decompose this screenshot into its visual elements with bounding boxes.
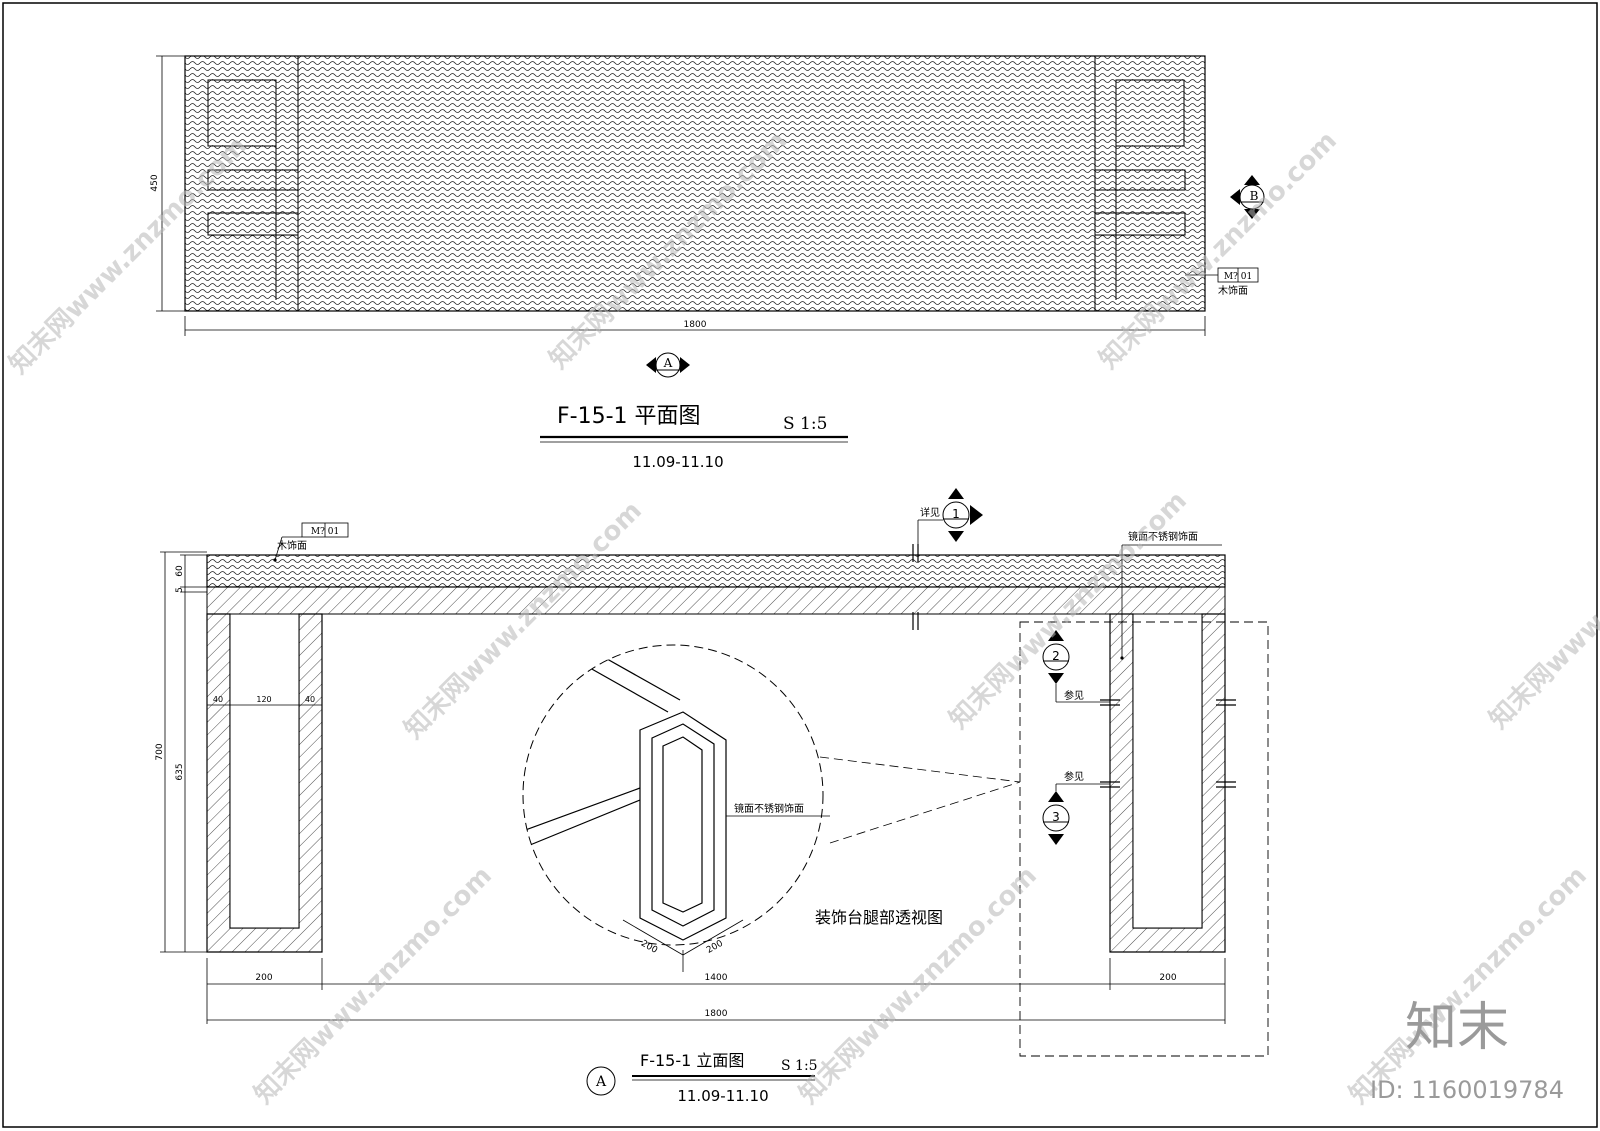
detail-label-1: 详见 xyxy=(920,506,940,519)
section-marker-b: B xyxy=(1230,175,1265,219)
elevation-scale: S 1:5 xyxy=(781,1058,818,1074)
dim-right: 200 xyxy=(1159,973,1176,983)
elevation-apron xyxy=(206,586,1226,615)
plan-material-code: M? 01 xyxy=(1224,272,1252,282)
perspective-dim-a: 200 xyxy=(639,939,659,956)
detail-marker-3-num: 3 xyxy=(1052,810,1060,824)
elevation-pages: 11.09-11.10 xyxy=(677,1087,768,1105)
plan-title: F-15-1 平面图 xyxy=(557,404,701,429)
watermark-text: 知末网www.znzmo.com xyxy=(399,496,648,745)
perspective-circle xyxy=(522,644,824,946)
elevation-material-tag: M? 01 木饰面 xyxy=(273,522,349,562)
watermark-logo: 知末 xyxy=(1405,998,1509,1058)
plan-dim-width: 1800 xyxy=(684,320,707,330)
elevation-material-code: M? 01 xyxy=(311,527,339,537)
steel-label-group: 镜面不锈钢饰面 xyxy=(1120,530,1222,660)
elevation-top-board xyxy=(206,554,1226,588)
elevation-view-letter: A xyxy=(595,1074,607,1090)
elevation-title: F-15-1 立面图 xyxy=(640,1051,744,1070)
dim-leg: 635 xyxy=(175,763,185,780)
detail-callout-box xyxy=(1019,621,1269,1057)
watermark-id: ID: 1160019784 xyxy=(1370,1076,1564,1104)
elevation-view-marker: A xyxy=(586,1066,616,1096)
detail-marker-2-num: 2 xyxy=(1052,649,1060,663)
section-b-letter: B xyxy=(1250,189,1259,203)
dim-left: 200 xyxy=(255,973,272,983)
detail-marker-1: 1 详见 xyxy=(917,488,983,548)
steel-label: 镜面不锈钢饰面 xyxy=(1128,530,1198,543)
detail-marker-3: 3 参见 xyxy=(1042,770,1110,845)
dim-total: 1800 xyxy=(705,1009,728,1019)
perspective-steel-label: 镜面不锈钢饰面 xyxy=(734,802,804,815)
section-marker-a: A xyxy=(646,352,690,378)
dim-mid: 1400 xyxy=(705,973,728,983)
plan-pages: 11.09-11.10 xyxy=(632,453,723,471)
dim-gap: 5 xyxy=(175,587,185,593)
plan-dim-height: 450 xyxy=(150,174,160,191)
dim-opening: 120 xyxy=(256,695,271,704)
plan-scale: S 1:5 xyxy=(783,414,827,434)
dim-side: 40 xyxy=(213,695,223,704)
plan-top-surface xyxy=(184,55,1206,312)
dim-top: 60 xyxy=(175,565,185,577)
detail-marker-1-num: 1 xyxy=(952,507,960,521)
section-a-letter: A xyxy=(663,356,673,370)
detail-marker-2: 2 参见 xyxy=(1042,630,1110,703)
perspective-caption: 装饰台腿部透视图 xyxy=(815,908,943,927)
plan-material-tag: M? 01 木饰面 xyxy=(1185,267,1259,297)
plan-material-label: 木饰面 xyxy=(1218,284,1248,297)
plan-view: 450 1800 A B M? 01 木饰面 F-15-1 平面 xyxy=(150,55,1265,471)
dim-height: 700 xyxy=(155,743,165,760)
dim-side2: 40 xyxy=(305,695,315,704)
watermark-text: 知末网www.znzmo.com xyxy=(794,861,1043,1110)
ref-label-2: 参见 xyxy=(1064,770,1084,783)
elevation-view: 200 200 镜面不锈钢饰面 装饰台腿部透视图 M? 01 木饰面 1 详见 xyxy=(155,488,1269,1105)
elevation-material-label: 木饰面 xyxy=(277,539,307,552)
ref-label-1: 参见 xyxy=(1064,689,1084,702)
watermark-text: 知末网www.znzmo.com xyxy=(1344,861,1593,1110)
watermark-text: 知末网www.znzmo.com xyxy=(1484,486,1600,735)
